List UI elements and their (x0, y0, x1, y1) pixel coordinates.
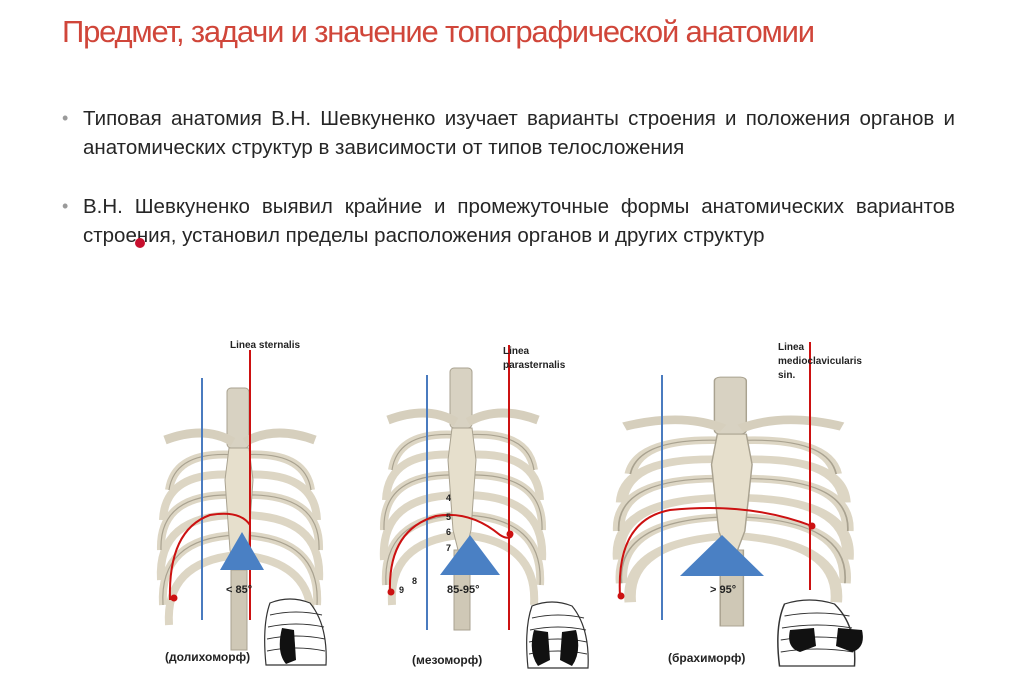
panel-dolichomorph: Linea sternalis < 85° (долихоморф) (161, 340, 327, 666)
red-liver-border (168, 512, 251, 601)
rib-number: 8 (412, 576, 417, 586)
rib-number: 5 (446, 512, 451, 522)
panel-brachymorph: Linea medioclavicularis sin. > 95° (брах… (618, 342, 863, 667)
line-label: sin. (778, 370, 795, 381)
panel-mesomorph: Linea parasternalis 4 5 6 7 8 9 85-95° (… (384, 345, 589, 669)
angle-label: < 85° (226, 584, 252, 596)
line-label: Linea (778, 342, 805, 353)
slide-title: Предмет, задачи и значение топографическ… (62, 14, 815, 49)
red-liver-border (388, 513, 513, 593)
line-label: Linea sternalis (230, 340, 300, 351)
costal-angle-triangle (680, 535, 764, 576)
rib-cage-figure: Linea sternalis < 85° (долихоморф) Linea… (150, 340, 863, 669)
red-liver-border (618, 507, 813, 597)
rib-number: 4 (446, 493, 451, 503)
costal-angle-triangle (440, 535, 500, 575)
bullet-item-2: • В.Н. Шевкуненко выявил крайние и проме… (62, 192, 955, 250)
type-label: (мезоморф) (412, 653, 482, 667)
angle-label: 85-95° (447, 584, 480, 596)
rib-number: 7 (446, 543, 451, 553)
bullet-dot-icon: • (62, 196, 69, 216)
type-label: (долихоморф) (165, 650, 250, 664)
bullet-text-2: В.Н. Шевкуненко выявил крайние и промежу… (83, 195, 955, 247)
line-label: Linea (503, 346, 530, 357)
costal-angle-triangle (220, 532, 264, 570)
bullet-item-1: • Типовая анатомия В.Н. Шевкуненко изуча… (62, 104, 955, 162)
line-label: medioclavicularis (778, 356, 862, 367)
line-label: parasternalis (503, 360, 566, 371)
bullet-list: • Типовая анатомия В.Н. Шевкуненко изуча… (62, 104, 955, 280)
red-dot-marker (135, 238, 145, 248)
angle-label: > 95° (710, 584, 736, 596)
rib-number: 9 (399, 585, 404, 595)
bullet-dot-icon: • (62, 108, 69, 128)
rib-number: 6 (446, 527, 451, 537)
type-label: (брахиморф) (668, 651, 745, 665)
bullet-text-1: Типовая анатомия В.Н. Шевкуненко изучает… (83, 107, 955, 159)
